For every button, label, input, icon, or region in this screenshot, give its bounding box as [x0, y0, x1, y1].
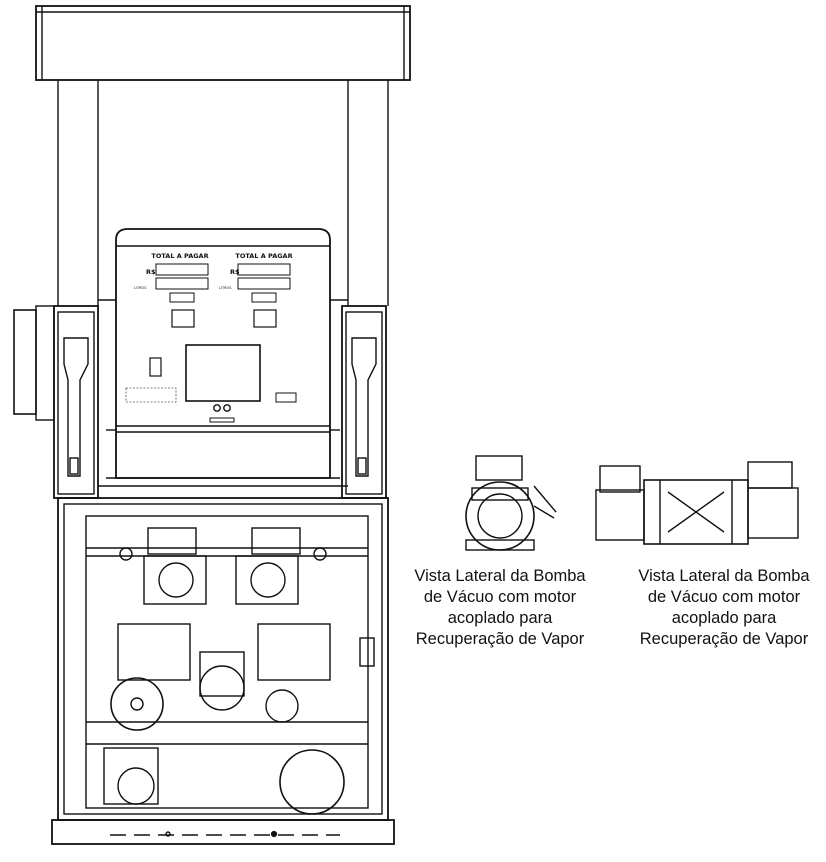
vacuum-pump-side-view-1: [465, 455, 557, 551]
display-right: TOTAL A PAGAR R$ LITROS: [219, 252, 293, 328]
support-columns: [57, 80, 389, 306]
top-canopy: [35, 5, 411, 81]
caption-line: acoplado para: [447, 609, 553, 627]
flow-meters: [119, 527, 327, 605]
total-label-right: TOTAL A PAGAR: [235, 252, 292, 260]
vacuum-pump-side-view-2: [595, 461, 799, 545]
center-controls: [125, 344, 297, 423]
caption-line: de Vácuo com motor: [423, 588, 577, 606]
caption-side-view-2: Vista Lateral da Bomba de Vácuo com moto…: [624, 566, 824, 650]
display-left: TOTAL A PAGAR R$ LITROS: [134, 252, 209, 377]
caption-line: Vista Lateral da Bomba: [414, 567, 586, 585]
caption-line: Vista Lateral da Bomba: [638, 567, 810, 585]
currency-label-left: R$: [146, 268, 156, 276]
pump-units: [103, 623, 345, 815]
display-head: [98, 228, 348, 487]
liters-label-left: LITROS: [134, 286, 147, 290]
currency-label-right: R$: [230, 268, 240, 276]
caption-line: Recuperação de Vapor: [639, 630, 809, 648]
caption-line: acoplado para: [671, 609, 777, 627]
nozzle-holster-right: [341, 305, 387, 499]
hydraulic-cabinet: [51, 497, 395, 845]
caption-line: de Vácuo com motor: [647, 588, 801, 606]
caption-line: Recuperação de Vapor: [415, 630, 585, 648]
total-label-left: TOTAL A PAGAR: [151, 252, 208, 260]
nozzle-holster-left: [13, 305, 99, 499]
caption-side-view-1: Vista Lateral da Bomba de Vácuo com moto…: [400, 566, 600, 650]
liters-label-right: LITROS: [219, 286, 232, 290]
